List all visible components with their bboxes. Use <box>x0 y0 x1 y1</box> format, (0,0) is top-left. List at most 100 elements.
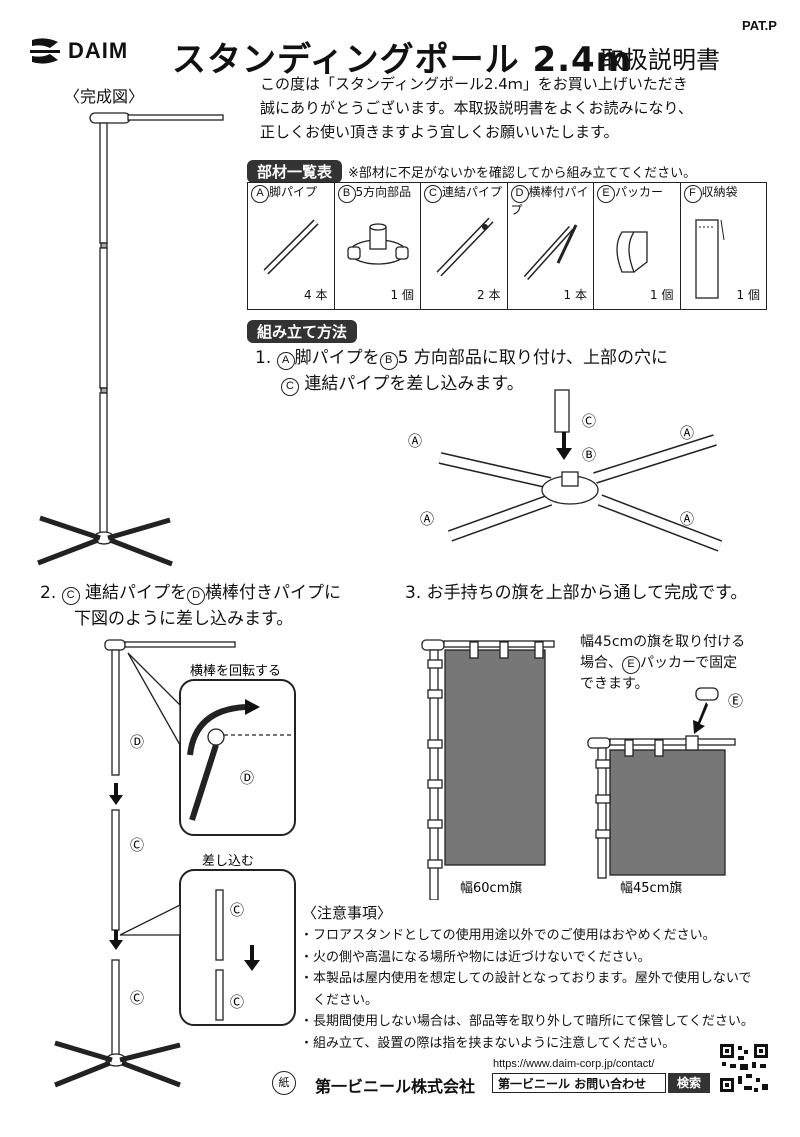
label-c: Ⓒ <box>230 995 244 1011</box>
part-name: 横棒付パイプ <box>510 185 589 217</box>
label-a: Ⓐ <box>420 512 434 528</box>
qr-code-icon[interactable] <box>718 1042 770 1094</box>
notes-list: ・フロアスタンドとしての使用用途以外でのご使用はおやめください。 ・火の側や高温… <box>300 925 770 1054</box>
step2-line2: 下図のように差し込みます。 <box>74 609 294 629</box>
label-e: Ⓔ <box>728 692 743 710</box>
step2-number: 2. <box>40 583 57 603</box>
label-d: Ⓓ <box>130 735 144 751</box>
mark-a: A <box>276 352 295 370</box>
brand-logo: DAIM <box>28 36 128 66</box>
search-button[interactable]: 検索 <box>668 1073 710 1093</box>
part-mark: B <box>337 185 356 203</box>
intro-text: この度は「スタンディングポール2.4ｍ」をお買い上げいただき 誠にありがとうござ… <box>260 72 760 144</box>
recycle-paper-icon: 紙 <box>272 1071 296 1095</box>
label-c: Ⓒ <box>130 991 144 1007</box>
note-item: ・組み立て、設置の際は指を挟まないように注意してください。 <box>300 1035 676 1051</box>
rotate-label: 横棒を回転する <box>190 664 281 679</box>
step1-diagram: Ⓐ Ⓐ Ⓐ Ⓐ Ⓑ Ⓒ <box>408 389 723 552</box>
intro-line: 正しくお使い頂きますよう宜しくお願いいたします。 <box>260 123 619 141</box>
completed-figure-label: 〈完成図〉 <box>64 87 145 106</box>
connecting-pipe-icon <box>436 217 494 277</box>
part-count: 4 本 <box>304 288 328 302</box>
part-mark: F <box>683 185 702 203</box>
step3-diagram: Ⓔ 幅60cm旗 幅45cm旗 <box>421 639 743 900</box>
label-c: Ⓒ <box>230 903 244 919</box>
step1-line1b: 5 方向部品に取り付け、上部の穴に <box>397 348 669 368</box>
completed-pole-illustration <box>37 112 224 567</box>
packer-note-line: パッカーで固定 <box>640 655 738 671</box>
brand-name: DAIM <box>68 38 129 63</box>
five-way-part-icon <box>346 223 409 265</box>
part-name: パッカー <box>615 185 664 199</box>
part-count: 1 個 <box>650 288 674 302</box>
part-name: 収納袋 <box>701 185 738 199</box>
search-box[interactable]: 第一ビニール お問い合わせ <box>492 1073 666 1093</box>
part-mark: A <box>251 185 269 203</box>
mark-b: B <box>379 352 398 370</box>
part-count: 2 本 <box>477 288 501 302</box>
label-a: Ⓐ <box>680 512 694 528</box>
parts-header: 部材一覧表 ※部材に不足がないかを確認してから組み立ててください。 <box>247 160 696 183</box>
step1-line2: 連結パイプを差し込みます。 <box>304 374 524 394</box>
daim-logo-icon <box>30 38 60 64</box>
company-name: 第一ビニール株式会社 <box>315 1077 476 1096</box>
packer-note-line: 場合、 <box>580 655 622 671</box>
packer-icon <box>616 231 648 273</box>
intro-line: 誠にありがとうございます。本取扱説明書をよくお読みになり、 <box>260 99 693 117</box>
mark-c: C <box>61 587 80 605</box>
assembly-header: 組み立て方法 <box>247 320 358 343</box>
step3-number: 3. <box>405 583 422 603</box>
insert-label: 差し込む <box>202 854 254 869</box>
flag60-label: 幅60cm旗 <box>460 880 522 896</box>
step2-diagram: 横棒を回転する 差し込む Ⓓ Ⓓ Ⓒ Ⓒ Ⓒ Ⓒ <box>54 639 296 1088</box>
step3-text: 3. お手持ちの旗を上部から通して完成です。 <box>405 580 747 606</box>
label-a: Ⓐ <box>680 426 694 442</box>
part-count: 1 個 <box>736 288 760 302</box>
part-count: 1 本 <box>563 288 587 302</box>
note-item: ・火の側や高温になる場所や物には近づけないでください。 <box>300 949 651 965</box>
parts-note: ※部材に不足がないかを確認してから組み立ててください。 <box>348 166 697 181</box>
mark-e: E <box>622 656 640 674</box>
part-name: 5方向部品 <box>355 185 412 199</box>
label-d: Ⓓ <box>240 771 254 787</box>
step2-line1b: 横棒付きパイプに <box>205 583 342 603</box>
contact-url[interactable]: https://www.daim-corp.jp/contact/ <box>493 1058 655 1070</box>
part-mark: E <box>597 185 615 203</box>
part-name: 連結パイプ <box>442 185 503 199</box>
crossbar-pipe-icon <box>523 224 577 281</box>
note-item: ください。 <box>300 992 379 1008</box>
label-b: Ⓑ <box>582 448 596 464</box>
step3-line: お手持ちの旗を上部から通して完成です。 <box>426 583 748 603</box>
part-name: 脚パイプ <box>269 185 318 199</box>
note-item: ・本製品は屋内使用を想定しての設計となっております。屋外で使用しないで <box>300 971 752 986</box>
part-mark: D <box>510 185 529 203</box>
note-item: ・フロアスタンドとしての使用用途以外でのご使用はおやめください。 <box>300 928 716 943</box>
packer-note-line: 幅45cmの旗を取り付ける <box>580 634 746 650</box>
page-title: スタンディングポール 2.4m <box>172 40 633 80</box>
parts-heading: 部材一覧表 <box>247 160 343 183</box>
label-a: Ⓐ <box>408 434 422 450</box>
leg-pipe-icon <box>263 219 319 275</box>
note-item: ・長期間使用しない場合は、部品等を取り外して暗所にて保管してください。 <box>300 1014 754 1029</box>
mark-c: C <box>281 378 299 396</box>
notes-title: 〈注意事項〉 <box>302 904 393 922</box>
part-mark: C <box>424 185 442 203</box>
page-subtitle: 取扱説明書 <box>600 46 720 74</box>
intro-line: この度は「スタンディングポール2.4ｍ」をお買い上げいただき <box>260 75 688 93</box>
mark-d: D <box>187 587 206 605</box>
part-count: 1 個 <box>390 288 414 302</box>
step1-number: 1. <box>255 348 272 368</box>
step1-line1: 脚パイプを <box>294 348 380 368</box>
assembly-heading: 組み立て方法 <box>247 320 358 343</box>
label-c: Ⓒ <box>582 414 596 430</box>
